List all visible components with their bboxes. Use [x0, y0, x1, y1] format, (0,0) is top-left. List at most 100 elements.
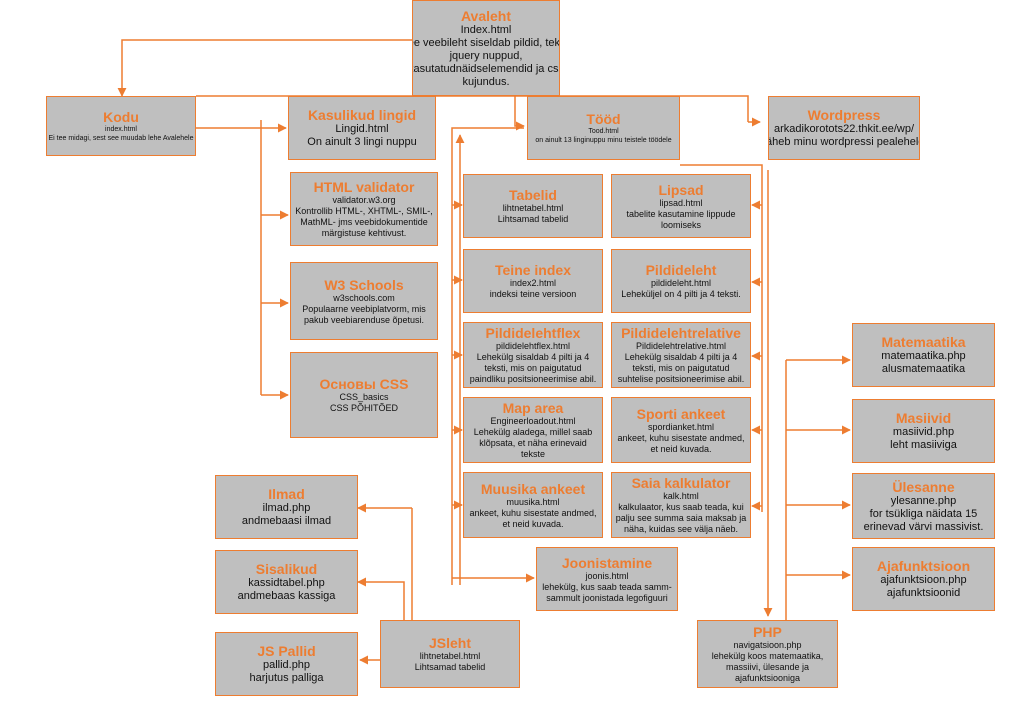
node-title: Ajafunktsioon: [876, 558, 971, 574]
node-text-line: kasutatudnäidselemendid ja css: [412, 62, 560, 75]
node-title: Joonistamine: [561, 554, 653, 571]
node-text-line: ilmad.php: [262, 502, 311, 514]
node-text-line: Leheküljel on 4 pilti ja 4 teksti.: [621, 289, 741, 299]
node-text-line: massiivi, ülesande ja: [725, 662, 810, 672]
node-text-line: Lehekülg sisaldab 4 pilti ja 4: [476, 352, 590, 362]
node-text-line: loomiseks: [660, 219, 701, 230]
node-text-line: Lingid.html: [335, 123, 389, 135]
node-text-line: index.html: [105, 126, 137, 133]
node-text-line: andmebaas kassiga: [237, 590, 336, 602]
node-text-line: et neid kuvada.: [502, 518, 564, 529]
node-text-line: ajafunktsiooniga: [734, 673, 801, 683]
node-title: Tööd: [586, 111, 621, 127]
node-title: W3 Schools: [324, 276, 404, 293]
node-text-line: teksti, mis on paigutatud: [632, 363, 730, 373]
node-text-line: CSS_basics: [339, 392, 389, 402]
node-text-line: alusmatemaatika: [881, 363, 966, 375]
node-text-line: Pildidelehtrelative.html: [635, 341, 727, 351]
node-text-line: CSS PÕHITÕED: [329, 403, 398, 413]
node-text-line: lipsad.html: [659, 197, 703, 208]
node-text-line: jquery nuppud,: [449, 49, 523, 62]
node-title: Pildidelehtflex: [485, 325, 581, 341]
node-title: Saia kalkulator: [631, 475, 731, 491]
node-title: Pildidelehtrelative: [621, 325, 741, 341]
node-text-line: Engineerloadout.html: [490, 416, 576, 426]
node-text-line: spordianket.html: [647, 421, 715, 432]
node-text-line: on ainult 13 linginuppu minu teistele tö…: [535, 137, 672, 144]
node-text-line: Index.html: [460, 23, 512, 36]
node-text-line: for tsükliga näidata 15: [869, 507, 978, 520]
node-title: Muusika ankeet: [480, 480, 586, 497]
node-text-line: navigatsioon.php: [733, 640, 802, 650]
node-text-line: kassidtabel.php: [248, 577, 325, 589]
node-text-line: joonis.html: [585, 570, 629, 581]
node-title: Kasulikud lingid: [307, 107, 417, 123]
node-text-line: pallid.php: [262, 659, 311, 671]
node-title: JS Pallid: [257, 643, 316, 659]
node-text-line: indeksi teine versioon: [489, 289, 577, 299]
node-text-line: pakub veebiarenduse õpetusi.: [303, 314, 425, 325]
node-text-line: leht masiiviga: [890, 439, 957, 451]
node-text-line: arkadikorotots22.thkit.ee/wp/: [773, 123, 915, 135]
node-title: Avaleht: [460, 7, 512, 24]
node-text-line: kalkulaator, kus saab teada, kui: [618, 502, 744, 512]
node-text-line: Lehekülg aladega, millel saab: [473, 427, 593, 437]
node-text-line: On ainult 3 lingi nuppu: [307, 136, 417, 148]
node-text-line: et neid kuvada.: [650, 443, 712, 454]
node-text-line: tabelite kasutamine lippude: [626, 208, 736, 219]
node-text-line: Lehekülg sisaldab 4 pilti ja 4: [624, 352, 738, 362]
node-text-line: ajafunktsioonid: [886, 587, 961, 599]
node-text-line: suhtelise positsioneerimise abil.: [617, 374, 745, 384]
node-title: Wordpress: [807, 107, 881, 123]
node-text-line: paindliku positsioneerimise abil.: [469, 374, 597, 384]
node-title: Map area: [502, 400, 564, 416]
node-title: Tabelid: [509, 187, 557, 203]
node-text-line: pildideleht.html: [650, 278, 712, 288]
node-title: Pildideleht: [645, 262, 717, 278]
node-text-line: w3schools.com: [333, 292, 395, 303]
node-text-line: lihtnetabel.html: [502, 203, 564, 213]
node-text-line: tekste: [520, 449, 545, 459]
node-text-line: Ei tee midagi, sest see muudab lehe Aval…: [48, 135, 194, 142]
node-title: Sporti ankeet: [636, 405, 726, 422]
node-text-line: See veebileht siseldab pildid, tekst,: [413, 36, 560, 49]
node-text-line: masiivid.php: [892, 426, 955, 438]
node-text-line: ankeet, kuhu sisestate andmed,: [617, 432, 745, 443]
node-title: Основы CSS: [319, 376, 409, 392]
node-text-line: muusika.html: [506, 496, 560, 507]
node-text-line: kalk.html: [663, 491, 699, 501]
node-title: Teine index: [495, 262, 571, 278]
node-title: Matemaatika: [881, 334, 966, 350]
node-text-line: validator.w3.org: [332, 195, 396, 205]
node-text-line: Lihtsamad tabelid: [414, 662, 486, 672]
node-text-line: ankeet, kuhu sisestate andmed,: [469, 507, 597, 518]
node-text-line: lehekülg koos matemaatika,: [711, 651, 824, 661]
node-text-line: index2.html: [509, 278, 557, 288]
node-title: HTML validator: [313, 179, 415, 195]
node-text-line: märgistuse kehtivust.: [321, 228, 407, 238]
node-text-line: MathML- jms veebidokumentide: [300, 217, 428, 227]
node-text-line: matemaatika.php: [881, 350, 966, 362]
node-text-line: harjutus palliga: [249, 672, 324, 684]
node-text-line: erinevad värvi massivist.: [863, 520, 984, 533]
